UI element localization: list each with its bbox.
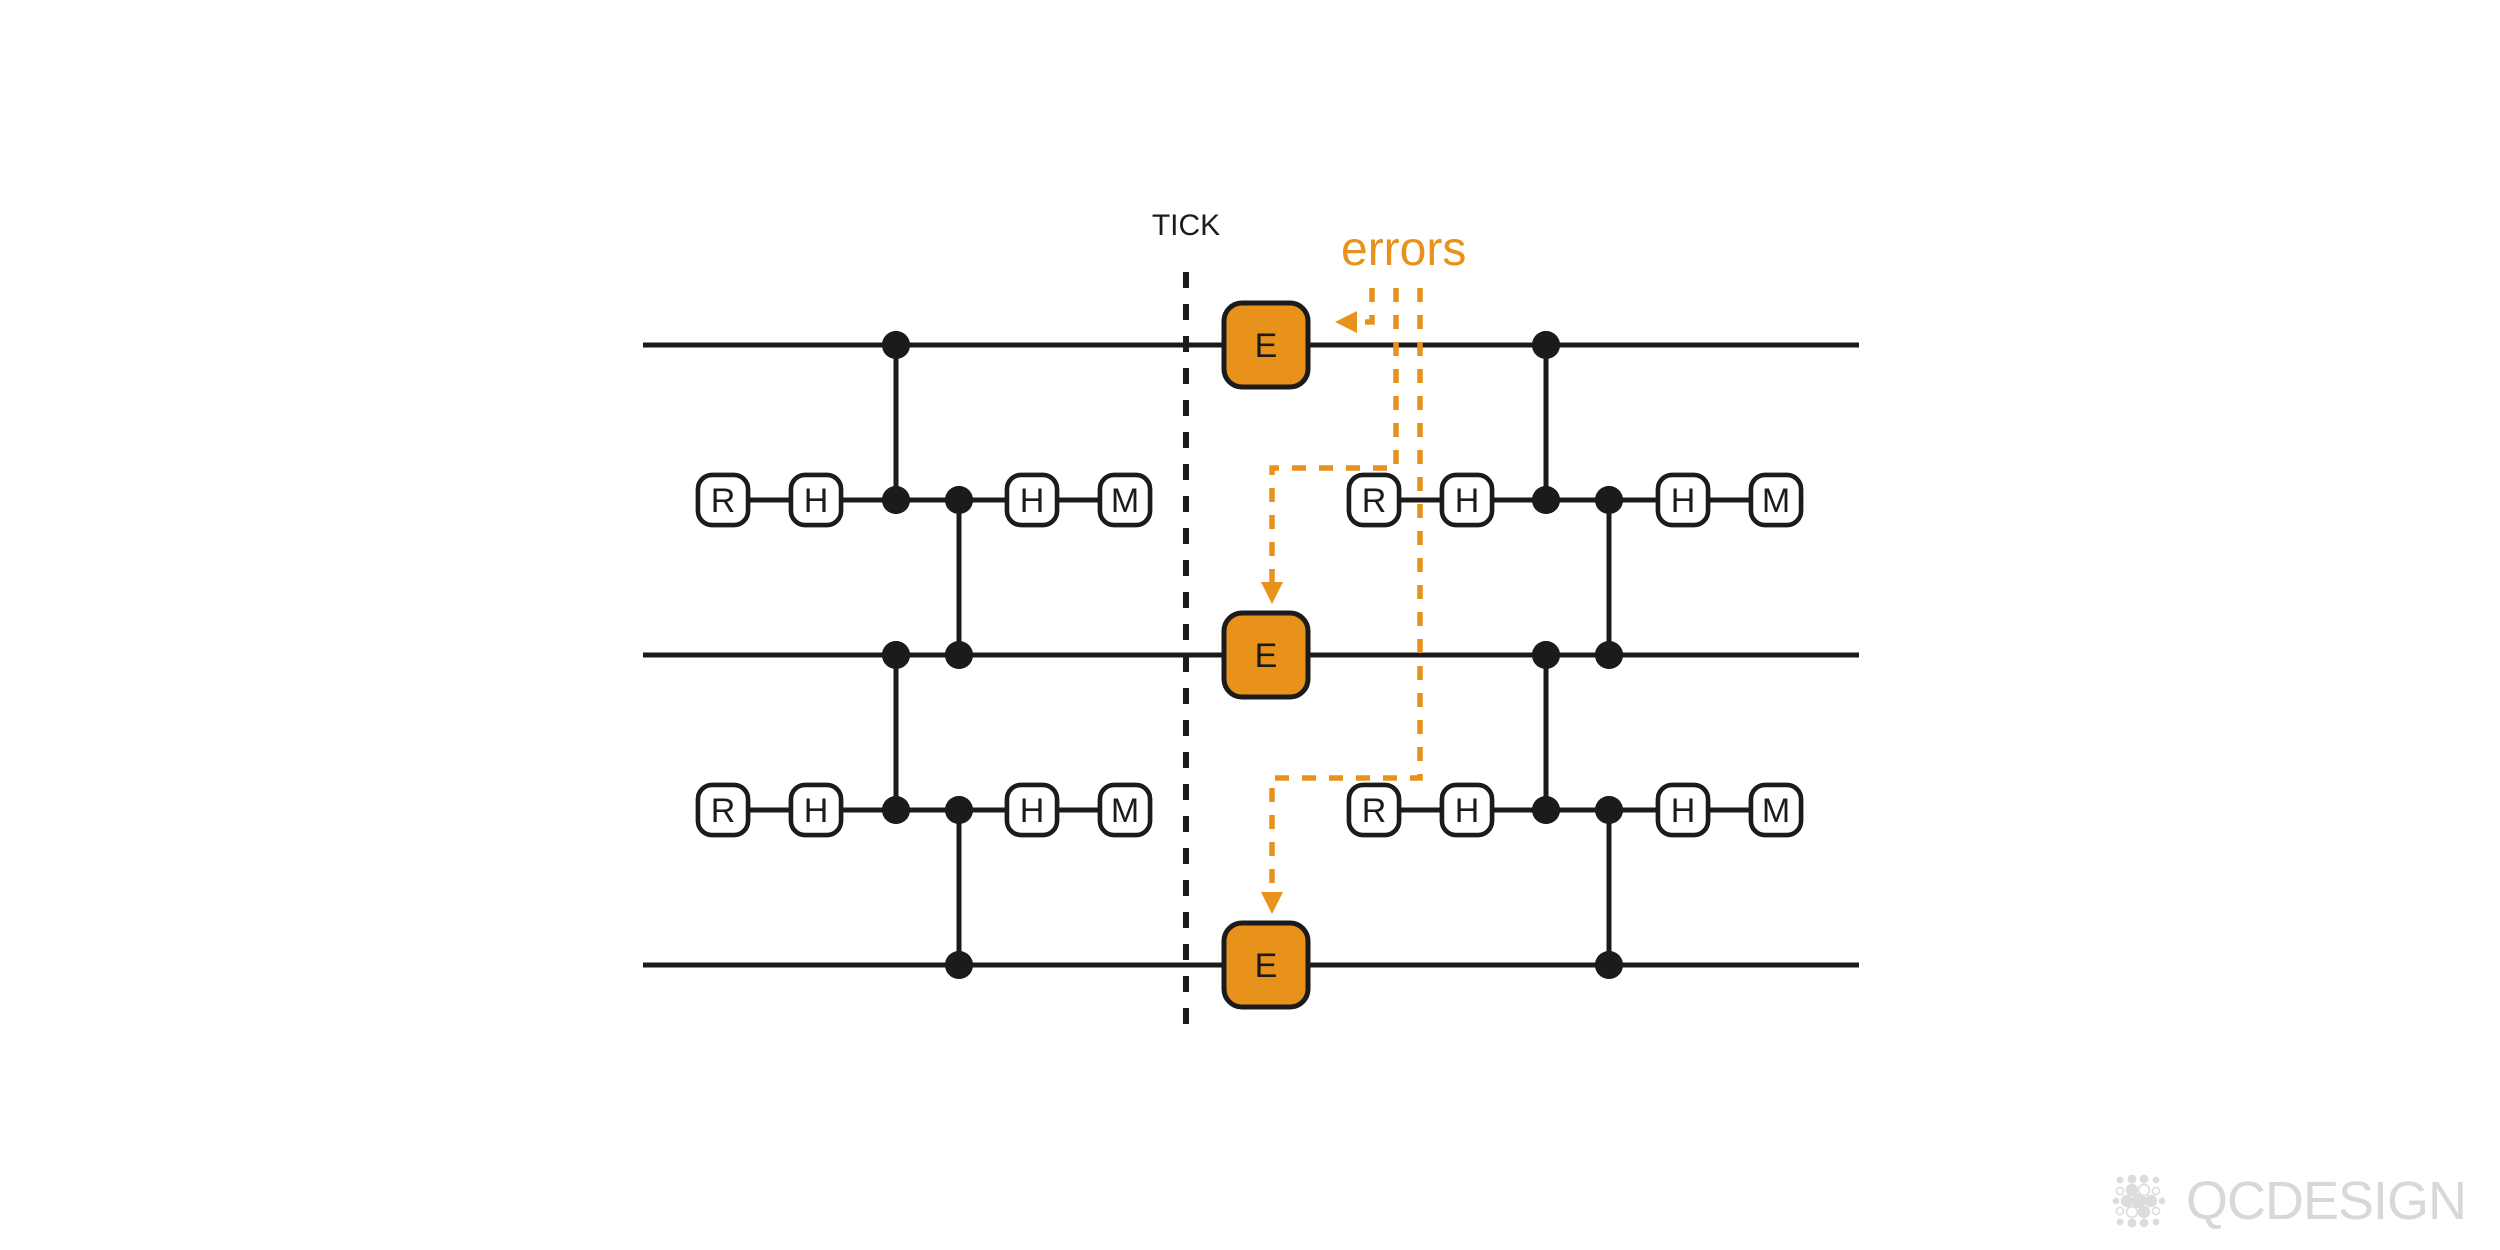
gate-box-h-right-round-r1[interactable] (1655, 472, 1711, 528)
branch-to-e1-arrowhead (1335, 311, 1357, 333)
gate-box-h-left-round-r1[interactable] (1004, 472, 1060, 528)
error-gate-2[interactable] (1221, 610, 1311, 700)
control-dot-top-right-round-1 (1532, 486, 1560, 514)
gate-label-h: H (1671, 482, 1696, 520)
control-dot-top-right-round-5 (1532, 796, 1560, 824)
branch-to-e2-path (1269, 288, 1399, 584)
control-dot-top-left-round-3 (882, 641, 910, 669)
control-dot-top-left-round-6 (945, 796, 973, 824)
control-dot-top-right-round-2 (1595, 486, 1623, 514)
gate-label-m: M (1111, 482, 1139, 520)
control-dot-top-right-round-7 (1595, 951, 1623, 979)
gate-box-r-right-round-r3[interactable] (1346, 782, 1402, 838)
gate-box-h-left-round-r3[interactable] (788, 782, 844, 838)
gate-label-r: R (711, 792, 736, 830)
error-gate-1[interactable] (1221, 300, 1311, 390)
gate-label-m: M (1762, 792, 1790, 830)
branch-to-e1-path (1359, 288, 1375, 325)
qcdesign-dot-grid-mark (2112, 1174, 2166, 1228)
error-gate-label-3: E (1255, 947, 1278, 985)
control-dot-top-left-round-5 (882, 796, 910, 824)
gate-box-m-right-round-r3[interactable] (1748, 782, 1804, 838)
error-gate-label-1: E (1255, 327, 1278, 365)
gate-label-m: M (1762, 482, 1790, 520)
gate-box-h-right-round-r3[interactable] (1655, 782, 1711, 838)
gate-box-r-right-round-r1[interactable] (1346, 472, 1402, 528)
gate-label-h: H (1455, 792, 1480, 830)
gate-box-m-right-round-r1[interactable] (1748, 472, 1804, 528)
tick-label: TICK (1152, 209, 1220, 242)
gate-label-h: H (804, 482, 829, 520)
gate-box-r-left-round-r1[interactable] (695, 472, 751, 528)
gate-label-h: H (1020, 792, 1045, 830)
control-dot-top-left-round-7 (945, 951, 973, 979)
gate-box-h-left-round-r3[interactable] (1004, 782, 1060, 838)
gate-box-r-left-round-r3[interactable] (695, 782, 751, 838)
control-dot-top-left-round-4 (945, 641, 973, 669)
control-dot-top-right-round-4 (1595, 641, 1623, 669)
errors-label: errors (1341, 223, 1466, 276)
error-gate-3[interactable] (1221, 920, 1311, 1010)
gate-label-h: H (1671, 792, 1696, 830)
gate-label-h: H (1020, 482, 1045, 520)
gate-box-h-right-round-r3[interactable] (1439, 782, 1495, 838)
control-dot-top-right-round-0 (1532, 331, 1560, 359)
gate-box-m-left-round-r3[interactable] (1097, 782, 1153, 838)
gate-label-h: H (1455, 482, 1480, 520)
control-dot-top-right-round-6 (1595, 796, 1623, 824)
gate-box-h-right-round-r1[interactable] (1439, 472, 1495, 528)
branch-to-e3-arrowhead (1261, 892, 1283, 914)
branch-to-e2-arrowhead (1261, 582, 1283, 604)
gate-label-r: R (1362, 792, 1387, 830)
error-gate-label-2: E (1255, 637, 1278, 675)
gate-box-m-left-round-r1[interactable] (1097, 472, 1153, 528)
gate-label-h: H (804, 792, 829, 830)
gate-label-r: R (1362, 482, 1387, 520)
branch-to-e3-path (1269, 288, 1423, 894)
gate-label-r: R (711, 482, 736, 520)
qcdesign-logo: QCDESIGN (2110, 1170, 2467, 1232)
qcdesign-wordmark: QCDESIGN (2185, 1171, 2467, 1231)
control-dot-top-left-round-0 (882, 331, 910, 359)
control-dot-top-left-round-2 (945, 486, 973, 514)
gate-box-h-left-round-r1[interactable] (788, 472, 844, 528)
control-dot-top-left-round-1 (882, 486, 910, 514)
control-dot-top-right-round-3 (1532, 641, 1560, 669)
gate-label-m: M (1111, 792, 1139, 830)
